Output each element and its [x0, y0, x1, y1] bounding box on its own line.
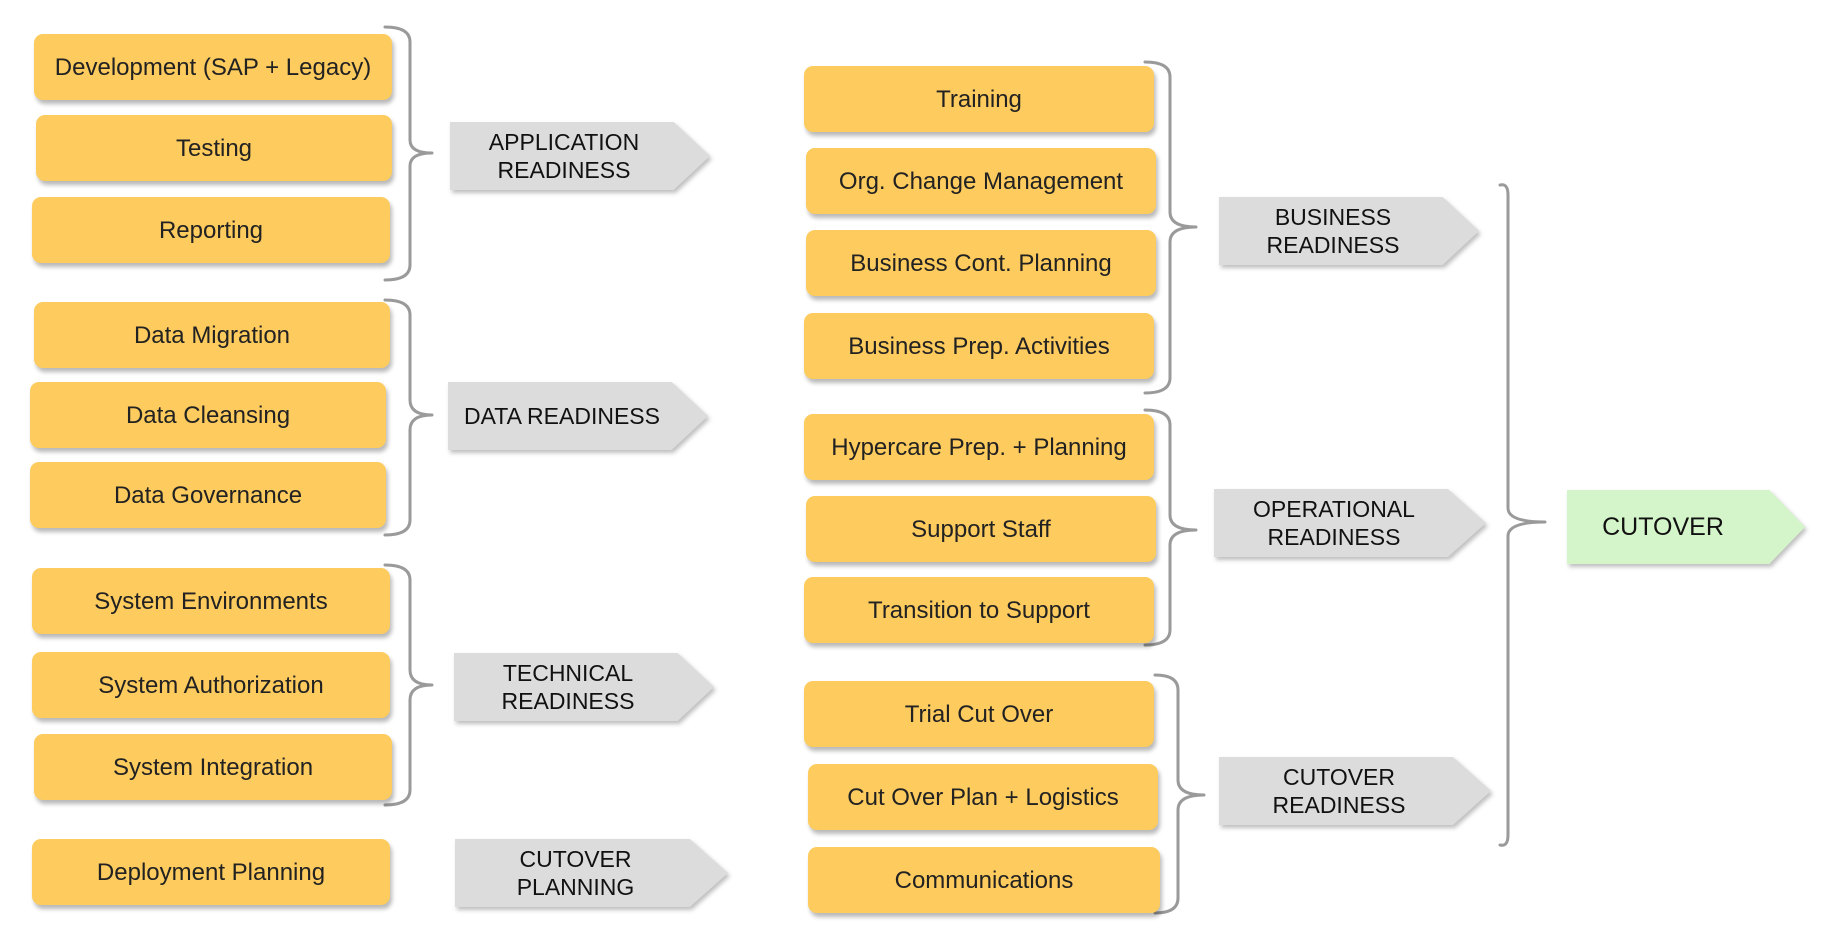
- task-data-migration: Data Migration: [34, 302, 390, 368]
- cutover-planning-tag: CUTOVER PLANNING: [455, 839, 728, 907]
- task-trial-cut-over: Trial Cut Over: [804, 681, 1154, 747]
- task-org-change-management: Org. Change Management: [806, 148, 1156, 214]
- cutover-readiness-tag: CUTOVER READINESS: [1219, 757, 1491, 825]
- task-support-staff: Support Staff: [806, 496, 1156, 562]
- bracket-operational: [1143, 408, 1198, 647]
- task-business-cont-planning: Business Cont. Planning: [806, 230, 1156, 296]
- operational-readiness-tag: OPERATIONAL READINESS: [1214, 489, 1486, 557]
- bracket-technical: [383, 563, 434, 807]
- task-reporting: Reporting: [32, 197, 390, 263]
- task-system-environments: System Environments: [32, 568, 390, 634]
- task-system-authorization: System Authorization: [32, 652, 390, 718]
- bracket-final: [1498, 183, 1547, 847]
- bracket-application: [383, 25, 434, 282]
- task-testing: Testing: [36, 115, 392, 181]
- bracket-cutover-readiness: [1153, 673, 1206, 915]
- technical-readiness-tag: TECHNICAL READINESS: [454, 653, 714, 721]
- cutover-final-tag: CUTOVER: [1567, 490, 1805, 564]
- task-system-integration: System Integration: [34, 734, 392, 800]
- task-transition-to-support: Transition to Support: [804, 577, 1154, 643]
- task-business-prep-activities: Business Prep. Activities: [804, 313, 1154, 379]
- bracket-data: [383, 298, 434, 537]
- task-development: Development (SAP + Legacy): [34, 34, 392, 100]
- task-deployment-planning: Deployment Planning: [32, 839, 390, 905]
- task-training: Training: [804, 66, 1154, 132]
- bracket-business: [1143, 60, 1198, 395]
- task-communications: Communications: [808, 847, 1160, 913]
- application-readiness-tag: APPLICATION READINESS: [450, 122, 710, 190]
- task-cut-over-plan-logistics: Cut Over Plan + Logistics: [808, 764, 1158, 830]
- business-readiness-tag: BUSINESS READINESS: [1219, 197, 1479, 265]
- data-readiness-tag: DATA READINESS: [448, 382, 708, 450]
- task-hypercare-prep-planning: Hypercare Prep. + Planning: [804, 414, 1154, 480]
- task-data-cleansing: Data Cleansing: [30, 382, 386, 448]
- task-data-governance: Data Governance: [30, 462, 386, 528]
